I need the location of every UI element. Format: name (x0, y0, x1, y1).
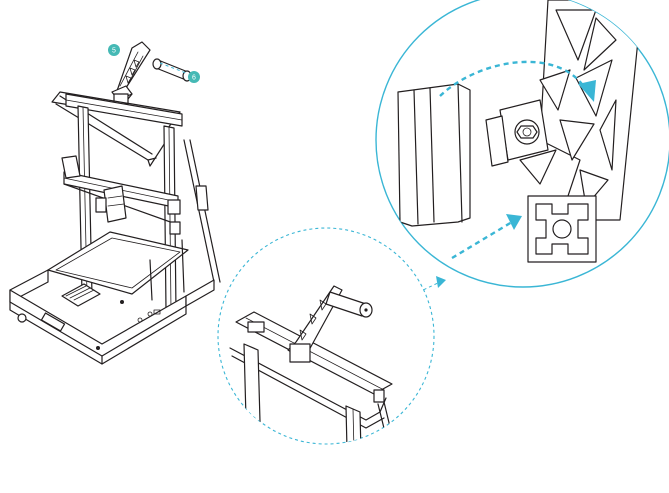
magnified-detail-circle (218, 228, 434, 493)
step-badge-6: 6 (188, 71, 200, 83)
magnified-mount-circle (376, 0, 669, 287)
spool-rod-part (153, 59, 191, 81)
connector-arrow-icon (436, 276, 446, 288)
3d-printer-illustration (10, 92, 220, 364)
step-badge-5-label: 5 (112, 48, 116, 55)
step-badge-6-label: 6 (192, 75, 196, 82)
step-badge-5: 5 (108, 44, 120, 56)
